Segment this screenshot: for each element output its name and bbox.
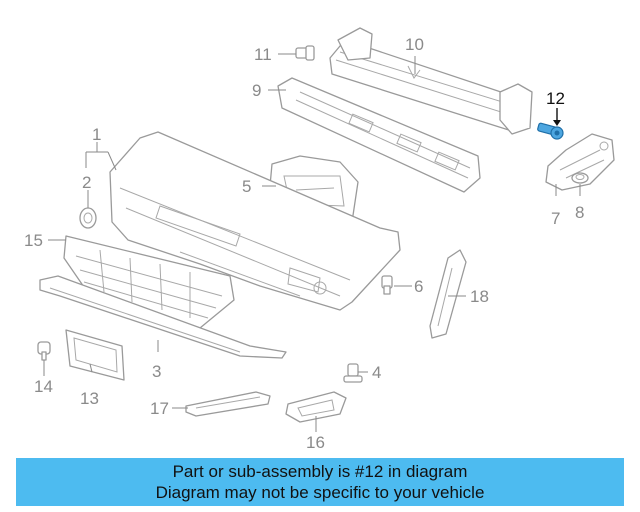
callout-17: 17: [150, 399, 169, 418]
part-14-clip: [37, 341, 51, 361]
part-15-lower-grille: [63, 235, 235, 329]
callout-5: 5: [242, 177, 251, 196]
part-12-bolt-highlighted: [537, 122, 564, 140]
info-banner: Part or sub-assembly is #12 in diagram D…: [16, 458, 624, 506]
callout-12: 12: [546, 89, 565, 108]
callout-1: 1: [92, 125, 101, 144]
part-13-license-bracket: [65, 329, 125, 381]
callout-8: 8: [575, 203, 584, 222]
part-2-clip: [79, 207, 97, 229]
part-8-nut: [571, 172, 589, 184]
leader-lines: [43, 53, 581, 432]
part-4-screw: [343, 363, 363, 383]
banner-line-part: Part or sub-assembly is #12 in diagram: [172, 462, 468, 481]
callout-labels: 1 2 3 4 5 6 7 8 9 10 11 12 13 14 15 16 1…: [24, 35, 584, 452]
part-3-lower-trim: [39, 275, 287, 359]
banner-line-disclaimer: Diagram may not be specific to your vehi…: [155, 483, 485, 502]
part-9-energy-absorber: [277, 77, 481, 193]
callout-11: 11: [254, 45, 272, 64]
part-11-bolt: [295, 45, 315, 61]
callout-7: 7: [551, 209, 560, 228]
callout-2: 2: [82, 173, 91, 192]
callout-16: 16: [306, 433, 325, 452]
part-17-trim-strip: [185, 391, 271, 417]
callout-9: 9: [252, 81, 261, 100]
callout-14: 14: [34, 377, 53, 396]
part-10-reinforcement-bar: [329, 27, 533, 135]
part-1-bumper-cover: [109, 131, 401, 311]
callout-18: 18: [470, 287, 489, 306]
part-16-fog-bezel: [285, 391, 347, 423]
callout-4: 4: [372, 363, 381, 382]
callout-6: 6: [414, 277, 423, 296]
part-18-trim-strip: [429, 249, 467, 339]
callout-15: 15: [24, 231, 43, 250]
part-6-screw: [381, 275, 393, 295]
callout-13: 13: [80, 389, 99, 408]
callout-3: 3: [152, 362, 161, 381]
callout-10: 10: [405, 35, 424, 54]
part-7-side-bracket: [545, 133, 615, 191]
